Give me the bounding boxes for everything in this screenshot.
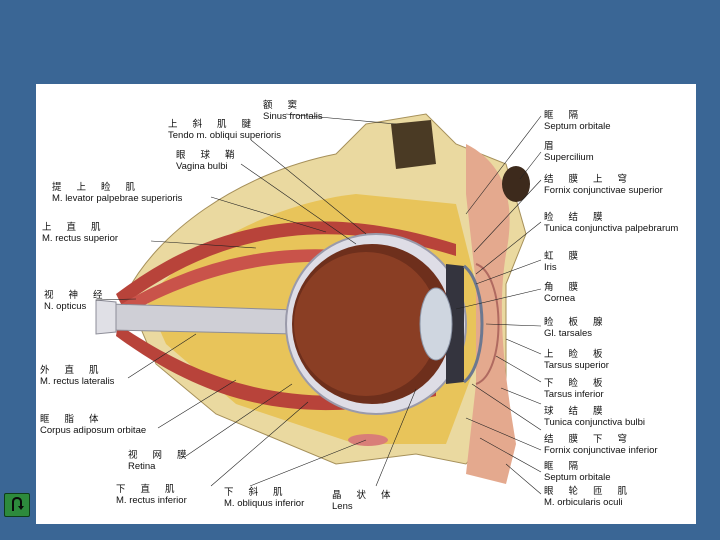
label-orbicularis: 眼 轮 匝 肌 M. orbicularis oculi [544,486,633,508]
label-obliquus-inferior: 下 斜 肌 M. obliquus inferior [224,487,304,509]
label-zh: 角 膜 [544,282,584,293]
label-zh: 眶 脂 体 [40,414,146,425]
label-la: Cornea [544,293,584,304]
label-la: Tunica conjunctiva bulbi [544,417,645,428]
label-rectus-lateralis: 外 直 肌 M. rectus lateralis [40,365,114,387]
label-rectus-superior: 上 直 肌 M. rectus superior [42,222,118,244]
label-tarsus-inferior: 下 睑 板 Tarsus inferior [544,378,609,400]
label-zh: 眼 球 鞘 [176,150,241,161]
label-la: M. levator palpebrae superioris [52,193,182,204]
label-zh: 上 直 肌 [42,222,118,233]
label-zh: 下 直 肌 [116,484,187,495]
label-septum-orbitale-top: 眶 隔 Septum orbitale [544,110,611,132]
label-zh: 下 斜 肌 [224,487,304,498]
label-rectus-inferior: 下 直 肌 M. rectus inferior [116,484,187,506]
label-zh: 眶 隔 [544,110,611,121]
label-la: M. rectus superior [42,233,118,244]
label-zh: 外 直 肌 [40,365,114,376]
label-la: M. rectus lateralis [40,376,114,387]
label-zh: 下 睑 板 [544,378,609,389]
label-la: M. obliquus inferior [224,498,304,509]
label-zh: 眉 [544,141,594,152]
label-levator: 提 上 睑 肌 M. levator palpebrae superioris [52,182,182,204]
label-zh: 虹 膜 [544,251,584,262]
label-fornix-inferior: 结 膜 下 穹 Fornix conjunctivae inferior [544,434,658,456]
label-la: M. rectus inferior [116,495,187,506]
label-septum-orbitale-bottom: 眶 隔 Septum orbitale [544,461,611,483]
label-opticus: 视 神 经 N. opticus [44,290,109,312]
label-la: Tarsus superior [544,360,609,371]
label-zh: 结 膜 下 穹 [544,434,658,445]
label-tunica-bulbi: 球 结 膜 Tunica conjunctiva bulbi [544,406,645,428]
label-iris: 虹 膜 Iris [544,251,584,273]
label-la: Retina [128,461,193,472]
label-zh: 视 神 经 [44,290,109,301]
label-la: Lens [332,501,397,512]
label-tendo-obliqui: 上 斜 肌 腱 Tendo m. obliqui superioris [168,119,281,141]
label-zh: 眶 隔 [544,461,611,472]
label-zh: 上 斜 肌 腱 [168,119,281,130]
return-button[interactable] [4,493,30,517]
eye-anatomy-figure: 额 窦 Sinus frontalis 上 斜 肌 腱 Tendo m. obl… [36,84,696,524]
label-la: Supercilium [544,152,594,163]
label-la: Tarsus inferior [544,389,609,400]
label-zh: 球 结 膜 [544,406,645,417]
label-fornix-superior: 结 膜 上 穹 Fornix conjunctivae superior [544,174,663,196]
label-zh: 上 睑 板 [544,349,609,360]
label-tunica-palpebrarum: 睑 结 膜 Tunica conjunctiva palpebrarum [544,212,678,234]
label-tarsus-superior: 上 睑 板 Tarsus superior [544,349,609,371]
label-lens: 晶 状 体 Lens [332,490,397,512]
label-la: Gl. tarsales [544,328,609,339]
label-la: Septum orbitale [544,472,611,483]
label-la: Iris [544,262,584,273]
label-la: Corpus adiposum orbitae [40,425,146,436]
label-la: Vagina bulbi [176,161,241,172]
label-zh: 眼 轮 匝 肌 [544,486,633,497]
label-supercilium: 眉 Supercilium [544,141,594,163]
label-la: Fornix conjunctivae inferior [544,445,658,456]
u-turn-arrow-icon [8,496,26,514]
label-la: Fornix conjunctivae superior [544,185,663,196]
label-la: Septum orbitale [544,121,611,132]
label-la: M. orbicularis oculi [544,497,633,508]
label-vagina-bulbi: 眼 球 鞘 Vagina bulbi [176,150,241,172]
label-zh: 提 上 睑 肌 [52,182,182,193]
label-zh: 晶 状 体 [332,490,397,501]
label-cornea: 角 膜 Cornea [544,282,584,304]
label-zh: 睑 板 腺 [544,317,609,328]
label-la: N. opticus [44,301,109,312]
label-gl-tarsales: 睑 板 腺 Gl. tarsales [544,317,609,339]
label-corpus-adiposum: 眶 脂 体 Corpus adiposum orbitae [40,414,146,436]
label-zh: 结 膜 上 穹 [544,174,663,185]
label-la: Tendo m. obliqui superioris [168,130,281,141]
label-zh: 视 网 膜 [128,450,193,461]
label-la: Tunica conjunctiva palpebrarum [544,223,678,234]
label-zh: 睑 结 膜 [544,212,678,223]
label-zh: 额 窦 [263,100,323,111]
label-retina: 视 网 膜 Retina [128,450,193,472]
